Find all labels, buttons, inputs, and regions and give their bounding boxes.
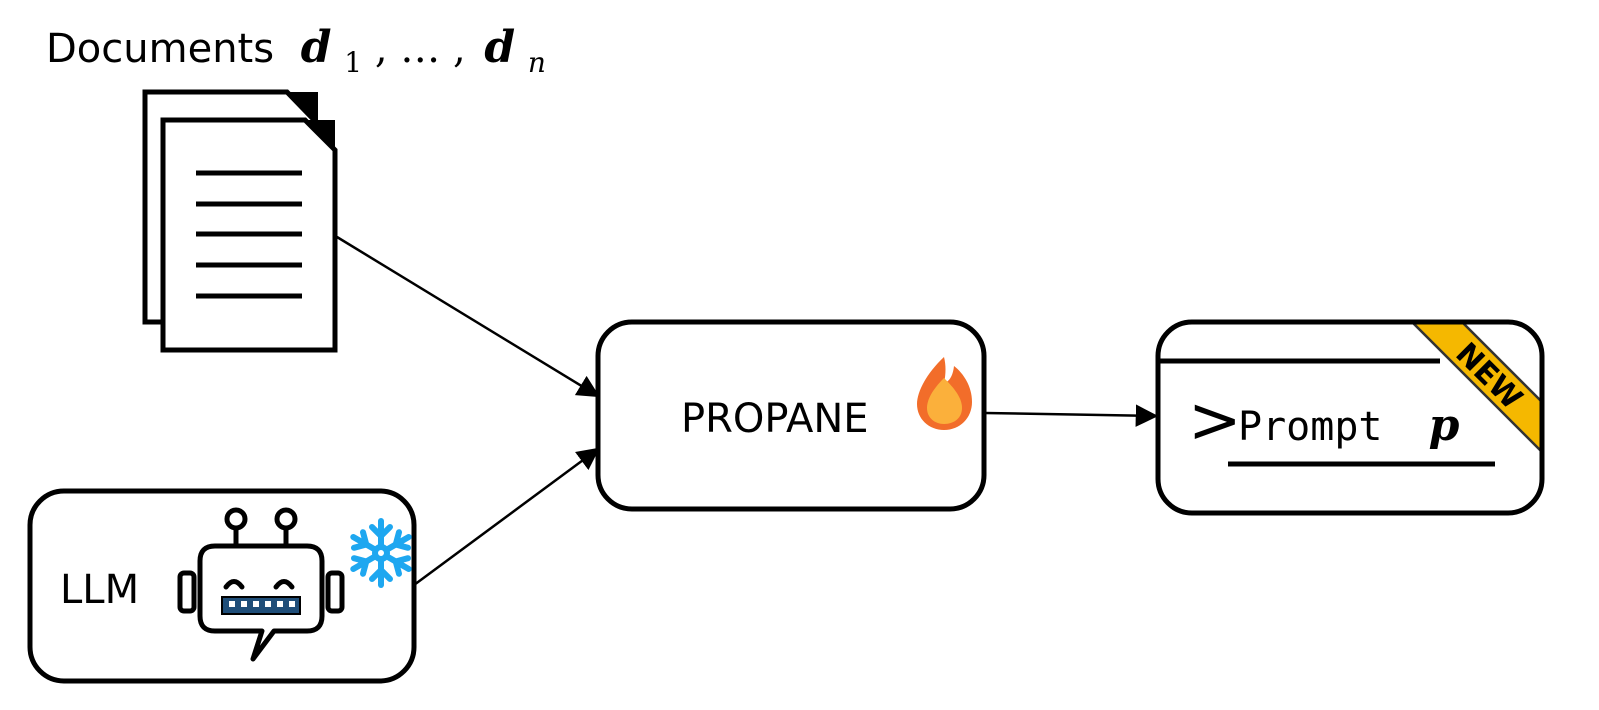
documents-label: Documents bbox=[46, 26, 274, 72]
propane-box: PROPANE bbox=[595, 319, 987, 512]
flame-icon bbox=[917, 357, 972, 430]
doc-separator: , … , bbox=[375, 26, 466, 72]
prompt-symbol: p bbox=[1429, 400, 1460, 451]
svg-text:Documents d 1: Documents d 1 , … , d n bbox=[46, 22, 546, 82]
doc-subscript-last: n bbox=[528, 46, 546, 79]
propane-label: PROPANE bbox=[681, 396, 869, 442]
llm-label: LLM bbox=[60, 567, 139, 613]
robot-chat-icon bbox=[177, 507, 345, 662]
arrow-propane-to-prompt bbox=[984, 404, 1159, 427]
arrow-documents-to-propane bbox=[336, 235, 600, 398]
doc-subscript-first: 1 bbox=[344, 46, 362, 79]
arrow-llm-to-propane bbox=[413, 447, 600, 587]
doc-symbol-last: d bbox=[484, 22, 515, 73]
snowflake-icon bbox=[350, 518, 412, 588]
documents-title: Documents d 1 , … , d n bbox=[46, 22, 546, 82]
doc-symbol-first: d bbox=[301, 22, 332, 73]
svg-text:Prompt p: Prompt p bbox=[1238, 400, 1460, 451]
prompt-label: Prompt bbox=[1238, 404, 1383, 450]
documents-icon bbox=[142, 89, 338, 353]
prompt-chevron: > bbox=[1188, 384, 1242, 458]
prompt-box: NEW > Prompt p bbox=[1155, 319, 1545, 516]
llm-box: LLM bbox=[27, 488, 417, 684]
